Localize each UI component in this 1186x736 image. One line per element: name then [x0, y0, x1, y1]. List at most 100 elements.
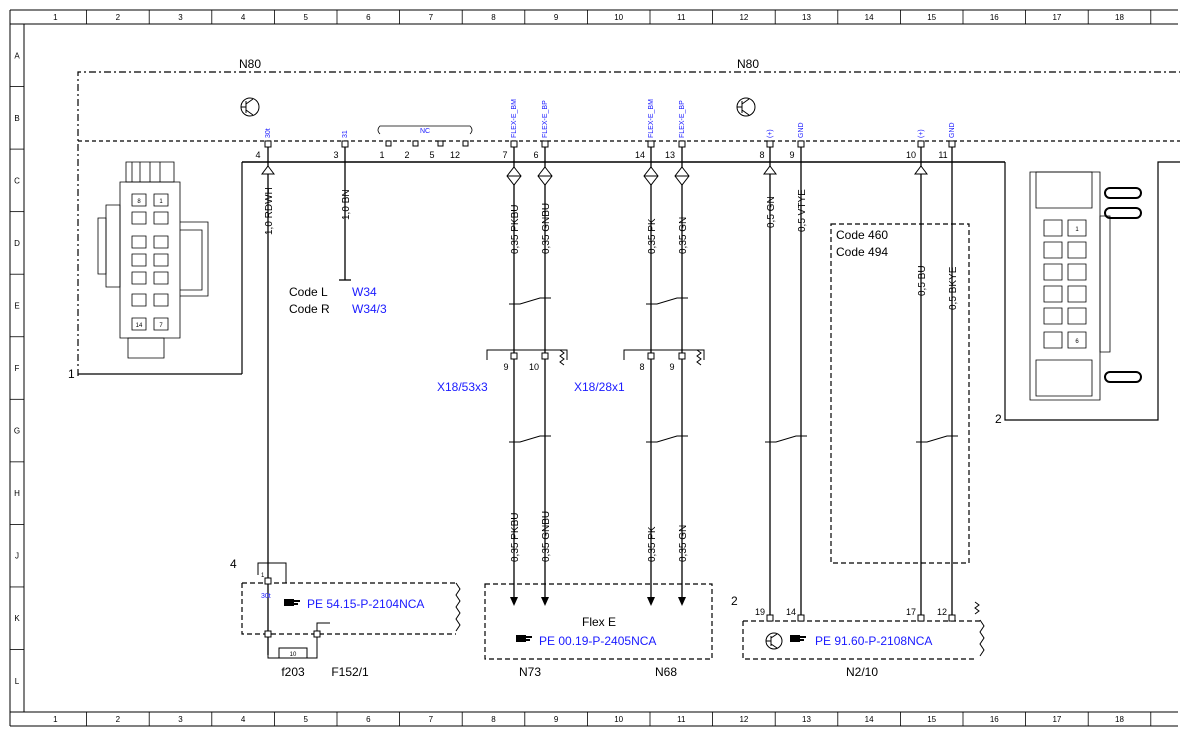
- hand-pointer-icon: [284, 599, 300, 606]
- nc-bracket: [378, 126, 472, 134]
- grid-column-number: 1: [53, 13, 58, 22]
- signal-plus-1: (+): [767, 129, 774, 138]
- flex-e-pe-reference-link[interactable]: PE 00.19-P-2405NCA: [539, 634, 656, 648]
- n80-pin-10: 10: [906, 150, 916, 160]
- connector-1-pin-7: 7: [159, 323, 163, 329]
- code-494-label: Code 494: [836, 245, 888, 259]
- grid-column-number: 12: [739, 13, 748, 22]
- grid-row-letter: L: [15, 677, 20, 686]
- grid-column-number: 12: [739, 715, 748, 724]
- grid-row-letter: F: [15, 364, 20, 373]
- transistor-icon-right: [737, 98, 755, 116]
- grid-column-number: 5: [303, 715, 308, 724]
- n80-label-right: N80: [737, 57, 759, 71]
- wire-bn: 1,0 BN: [341, 189, 352, 220]
- n2-10-pin-14: 14: [786, 607, 796, 617]
- x18-53x3-label[interactable]: X18/53x3: [437, 380, 488, 394]
- grid-row-letter: G: [14, 427, 20, 436]
- n2-10-box: [743, 602, 984, 659]
- signal-gnd-1: GND: [798, 122, 805, 138]
- connector-1-label: 1: [68, 367, 75, 381]
- n2-10-index: 2: [731, 594, 738, 608]
- grid-column-number: 18: [1115, 13, 1124, 22]
- f152-index: 4: [230, 557, 237, 571]
- grid-column-number: 16: [990, 715, 999, 724]
- connector-1-pin-1: 1: [159, 199, 163, 205]
- n2-10-pin-12: 12: [937, 607, 947, 617]
- grid-column-number: 11: [677, 13, 686, 22]
- wire-gnbu-top: 0,35 GNBU: [541, 203, 552, 254]
- flex-e-label: Flex E: [582, 615, 616, 629]
- flex-e-box: [485, 584, 712, 659]
- signal-flex-e-bp: FLEX-E_BP: [542, 100, 549, 138]
- code-l-label: Code L: [289, 285, 328, 299]
- x18-28x1-label[interactable]: X18/28x1: [574, 380, 625, 394]
- n80-pin-6: 6: [533, 150, 538, 160]
- grid-column-number: 9: [554, 715, 559, 724]
- grid-row-letter: C: [14, 176, 20, 185]
- grid-column-number: 8: [491, 715, 496, 724]
- grid-column-number: 4: [241, 715, 246, 724]
- grid-row-letter: J: [15, 552, 19, 561]
- twisted-pair-marks: [509, 298, 958, 442]
- n80-pin-12: 12: [450, 150, 460, 160]
- grid-column-number: 16: [990, 13, 999, 22]
- grid-column-number: 2: [116, 715, 121, 724]
- connector-2-pin-1: 1: [1075, 227, 1079, 233]
- n80-pin-2: 2: [404, 150, 409, 160]
- f203-label: f203: [281, 665, 305, 679]
- grid-column-ruler: 1122334455667788991010111112121313141415…: [53, 10, 1151, 726]
- grid-column-number: 17: [1052, 13, 1061, 22]
- grid-column-number: 7: [429, 13, 434, 22]
- x18-28x1-pin-9: 9: [669, 362, 674, 372]
- n2-10-label: N2/10: [846, 665, 878, 679]
- code-460-494-box: [831, 224, 969, 563]
- x18-53x3-connector: [487, 350, 567, 365]
- n80-pin-11: 11: [938, 150, 947, 160]
- grid-row-letter: H: [14, 489, 20, 498]
- n80-pin-14: 14: [635, 150, 645, 160]
- wire-rdwh: 1,0 RDWH: [264, 187, 275, 235]
- grid-column-number: 10: [614, 715, 623, 724]
- n80-pin-9: 9: [789, 150, 794, 160]
- w34-ref[interactable]: W34: [352, 285, 377, 299]
- grid-row-letter: E: [14, 301, 19, 310]
- n2-10-pe-reference-link[interactable]: PE 91.60-P-2108NCA: [815, 634, 932, 648]
- connector-1-pin-14: 14: [136, 323, 143, 329]
- grid-column-number: 5: [303, 13, 308, 22]
- w34-3-ref[interactable]: W34/3: [352, 302, 387, 316]
- wire-pk-bottom: 0,35 PK: [647, 526, 658, 562]
- x18-53x3-pin-9: 9: [503, 362, 508, 372]
- connector-2-drawing: [1030, 172, 1141, 400]
- f152-pe-reference-link[interactable]: PE 54.15-P-2104NCA: [307, 597, 424, 611]
- n80-pin-5: 5: [429, 150, 434, 160]
- n68-label: N68: [655, 665, 677, 679]
- grid-row-letter: K: [14, 614, 20, 623]
- drawing-frame: [10, 10, 1178, 726]
- wire-vtye: 0,5 VTYE: [797, 189, 808, 232]
- pin-diamonds: [262, 166, 927, 185]
- grid-column-number: 4: [241, 13, 246, 22]
- n2-10-pin-19: 19: [755, 607, 765, 617]
- n80-pin-4: 4: [255, 150, 260, 160]
- grid-row-letter: A: [14, 51, 20, 60]
- wire-pkbu-bottom: 0,35 PKBU: [510, 513, 521, 562]
- signal-30t: 30t: [265, 128, 272, 138]
- code-r-label: Code R: [289, 302, 330, 316]
- grid-column-number: 11: [677, 715, 686, 724]
- grid-column-number: 9: [554, 13, 559, 22]
- signal-nc: NC: [420, 128, 430, 135]
- wire-pk-top: 0,35 PK: [647, 218, 658, 254]
- wire-pkbu-top: 0,35 PKBU: [510, 205, 521, 254]
- grid-column-number: 3: [178, 13, 183, 22]
- wire-bkye: 0,5 BKYE: [948, 266, 959, 310]
- grid-row-letter: D: [14, 239, 20, 248]
- n80-pin-8: 8: [759, 150, 764, 160]
- grid-column-number: 13: [802, 715, 811, 724]
- fuse-10-value: 10: [290, 652, 297, 658]
- wire-gn-05: 0,5 GN: [766, 196, 777, 228]
- grid-column-number: 14: [865, 13, 874, 22]
- f152-label: F152/1: [331, 665, 369, 679]
